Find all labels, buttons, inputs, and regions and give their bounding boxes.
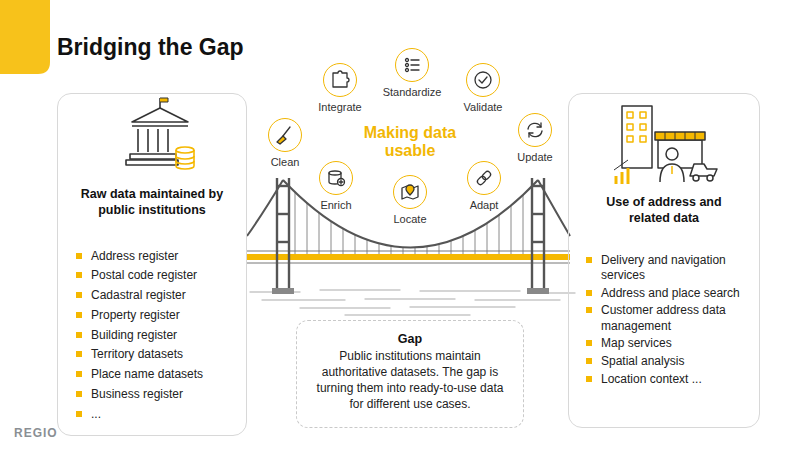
step-label: Enrich	[320, 199, 351, 211]
bullet-item: Delivery and navigation services	[601, 253, 749, 284]
institution-icon	[126, 98, 194, 169]
step-label: Adapt	[470, 199, 499, 211]
step-label: Clean	[271, 156, 300, 168]
hanger	[331, 221, 332, 254]
bullet-item: Postal code register	[91, 268, 236, 284]
hanger	[319, 213, 320, 254]
step-circle: Validate	[466, 63, 500, 97]
logo-text: REGIO	[14, 426, 58, 440]
bullet-item: Spatial analysis	[601, 354, 749, 370]
step-label: Integrate	[318, 101, 361, 113]
hanger	[391, 246, 392, 254]
hanger	[499, 215, 500, 254]
hanger	[307, 203, 308, 254]
hanger	[487, 223, 488, 254]
hanger	[475, 230, 476, 254]
panel-heading: Raw data maintained by public institutio…	[77, 186, 227, 219]
step-circle: Integrate	[323, 63, 357, 97]
section-heading: Making data usable	[350, 124, 470, 161]
bullet-item: Address register	[91, 249, 236, 265]
step-circle: Locate	[393, 175, 427, 209]
hanger	[439, 244, 440, 254]
step-icons	[277, 59, 542, 200]
bullet-item: Map services	[601, 336, 749, 352]
bullet-item: Cadastral register	[91, 288, 236, 304]
step-label: Update	[517, 151, 552, 163]
step-circle: Update	[518, 113, 552, 147]
step-circle: Clean	[268, 118, 302, 152]
bullet-item: Territory datasets	[91, 347, 236, 363]
gap-box: GapPublic institutions maintain authorit…	[296, 320, 524, 428]
data-panel: Raw data maintained by public institutio…	[57, 93, 247, 436]
panel-heading: Use of address and related data	[598, 194, 730, 227]
step-circle: Adapt	[467, 161, 501, 195]
hanger	[343, 229, 344, 254]
corner-block	[0, 0, 50, 74]
step-circle: Enrich	[319, 161, 353, 195]
bullet-item: Building register	[91, 328, 236, 344]
hanger	[511, 206, 512, 254]
bullet-item: Place name datasets	[91, 367, 236, 383]
title: Bridging the Gap	[57, 34, 244, 61]
bullet-item: Business register	[91, 387, 236, 403]
usage-icon	[614, 106, 717, 184]
hanger	[523, 195, 524, 254]
step-label: Standardize	[383, 86, 442, 98]
step-label: Validate	[464, 101, 503, 113]
bullet-item: ...	[91, 407, 236, 423]
step-label: Locate	[393, 213, 426, 225]
step-circle: Standardize	[395, 48, 429, 82]
hanger	[367, 240, 368, 254]
bridge	[247, 178, 570, 294]
bullet-item: Address and place search	[601, 286, 749, 302]
hanger	[295, 192, 296, 254]
hanger	[451, 241, 452, 254]
bullet-item: Location context ...	[601, 372, 749, 388]
gap-heading: Gap	[309, 331, 511, 348]
bullet-item: Property register	[91, 308, 236, 324]
bullet-item: Customer address data management	[601, 303, 749, 334]
data-panel: Use of address and related dataDelivery …	[568, 93, 760, 428]
hanger	[379, 243, 380, 254]
gap-text: Public institutions maintain authoritati…	[309, 348, 511, 413]
water	[250, 290, 575, 315]
hanger	[427, 246, 428, 254]
